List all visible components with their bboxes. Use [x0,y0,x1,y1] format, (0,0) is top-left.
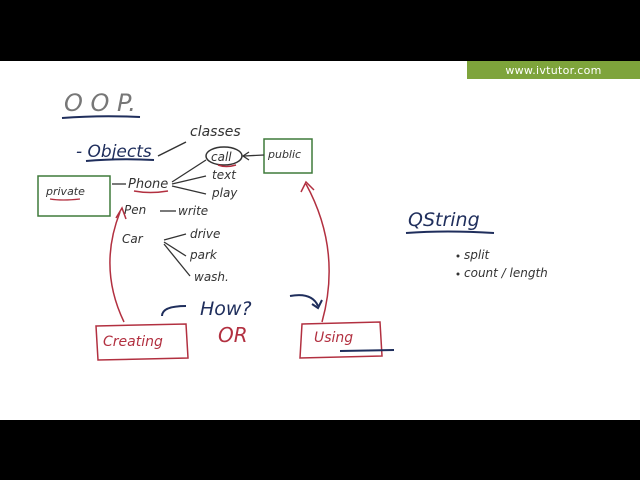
how-right-arrow [289,294,319,307]
public-label: public [267,148,301,161]
creating-label: Creating [103,334,163,350]
split-bullet [456,254,460,258]
play-label: play [211,186,238,200]
count-bullet [456,272,460,276]
using-label: Using [314,330,353,346]
phone-to-play [171,185,207,195]
phone-to-call [171,159,207,183]
how-right-arrowhead [311,299,323,310]
wash-label: wash. [194,270,229,284]
title-oop: O O P. [64,89,136,117]
phone-to-text [171,175,207,185]
qstring-label: QString [408,209,480,231]
private-label: private [45,185,85,198]
car-to-drive [163,233,187,241]
letterbox-top [0,0,640,61]
private-underline [49,198,81,201]
creating-box [95,323,189,361]
drive-label: drive [190,227,220,241]
watermark-banner: www.ivtutor.com [467,61,640,79]
public-arrowhead [241,151,250,161]
private-box [37,175,111,217]
pen-label: Pen [124,203,146,217]
using-underline [339,349,395,352]
creating-arc [109,211,125,323]
how-label: How? [200,298,252,320]
classes-label: classes [190,124,241,140]
or-label: OR [218,323,248,347]
write-label: write [178,204,208,218]
using-arc [305,183,330,323]
public-arrow [243,154,265,157]
how-left-bracket [161,305,187,317]
qstring-underline [405,230,495,234]
park-label: park [189,248,218,262]
using-arc-head [300,180,315,193]
text-label: text [212,168,237,182]
using-box [299,321,383,359]
objects-underline [85,158,155,162]
car-to-park [163,241,187,257]
letterbox-bottom [0,420,640,480]
public-box [263,138,313,174]
split-label: split [464,248,491,262]
car-label: Car [122,232,144,246]
count-length-label: count / length [464,266,548,280]
creating-arc-head [115,206,127,220]
title-underline [61,115,141,119]
phone-underline [133,190,169,194]
objects-label: - Objects [76,142,152,162]
phone-label: Phone [128,177,168,192]
classes-connector [157,141,187,157]
call-underline [217,164,237,168]
call-label: call [211,150,232,164]
car-to-wash [163,243,191,277]
